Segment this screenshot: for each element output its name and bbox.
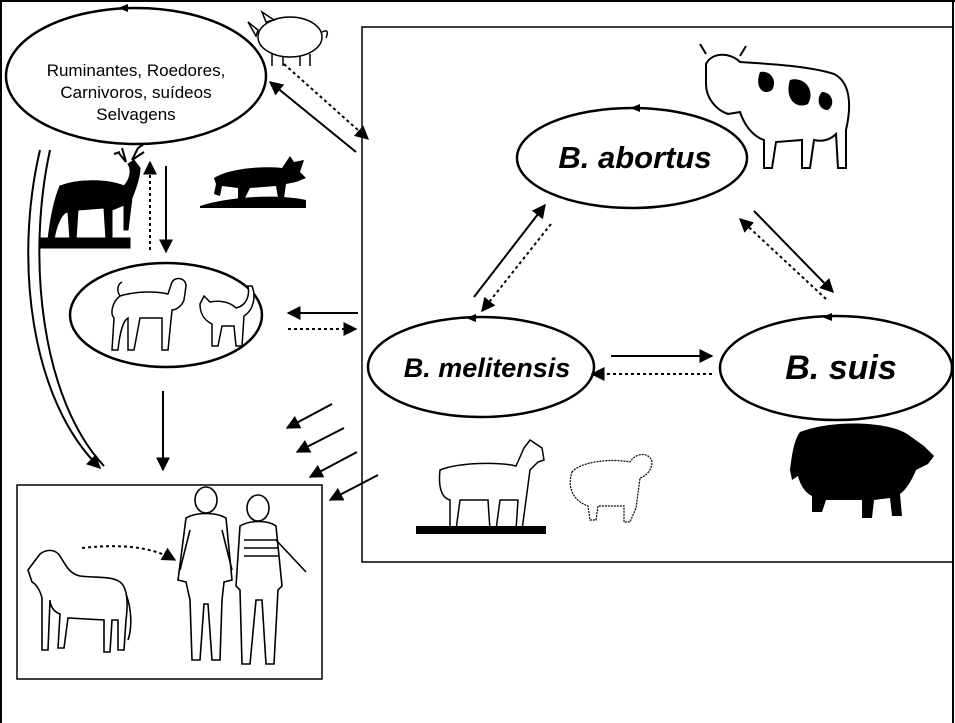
arrow-domestic-to-humans-3 [308, 451, 358, 478]
human-couple-icon [177, 486, 307, 665]
cow-icon [699, 43, 851, 169]
arrow-horse-to-humans-dotted [81, 545, 177, 561]
arrow-suis-to-abortus-dotted [738, 218, 827, 300]
arrow-domestic-to-wild [268, 81, 357, 153]
wolf-icon [200, 156, 306, 208]
arrow-domestic-to-humans-2 [295, 427, 345, 453]
deer-icon [39, 143, 145, 249]
human-box [16, 484, 323, 680]
wild-hosts-ellipse [4, 6, 268, 146]
wild-hosts-line-3: Selvagens [96, 105, 176, 124]
arrow-wild-to-humans-outer [27, 149, 102, 469]
melitensis-label: B. melitensis [403, 353, 571, 383]
suis-label: B. suis [785, 349, 897, 387]
arrow-melitensis-to-abortus [473, 203, 546, 298]
wild-top-arrowhead [118, 4, 128, 12]
melitensis-top-arrowhead [466, 314, 476, 322]
wild-hosts-line-2: Carnivoros, suídeos [60, 83, 212, 102]
arrow-wild-to-domestic-dotted [283, 63, 370, 140]
dog-icon [111, 277, 187, 351]
suis-ellipse [718, 314, 954, 422]
sheep-icon [569, 453, 653, 523]
arrow-domestic-to-humans-4 [328, 474, 379, 501]
horse-icon [27, 549, 132, 653]
arrow-abortus-to-melitensis-dotted [481, 223, 552, 313]
goat-icon [416, 438, 546, 534]
suis-top-arrowhead [822, 313, 832, 321]
wild-hosts-line-1: Ruminantes, Roedores, [46, 61, 226, 80]
black-pig-icon [790, 423, 934, 518]
arrow-wild-to-humans-inner [38, 149, 105, 467]
pig-icon [247, 10, 329, 66]
abortus-label: B. abortus [558, 140, 712, 175]
domestic-box [361, 26, 954, 563]
arrow-abortus-to-suis [753, 210, 834, 294]
cat-icon [199, 285, 255, 347]
arrow-domestic-to-humans-1 [285, 403, 333, 429]
abortus-top-arrowhead [630, 104, 640, 112]
wild-hosts-label: Ruminantes, Roedores, Carnivoros, suídeo… [6, 60, 266, 126]
